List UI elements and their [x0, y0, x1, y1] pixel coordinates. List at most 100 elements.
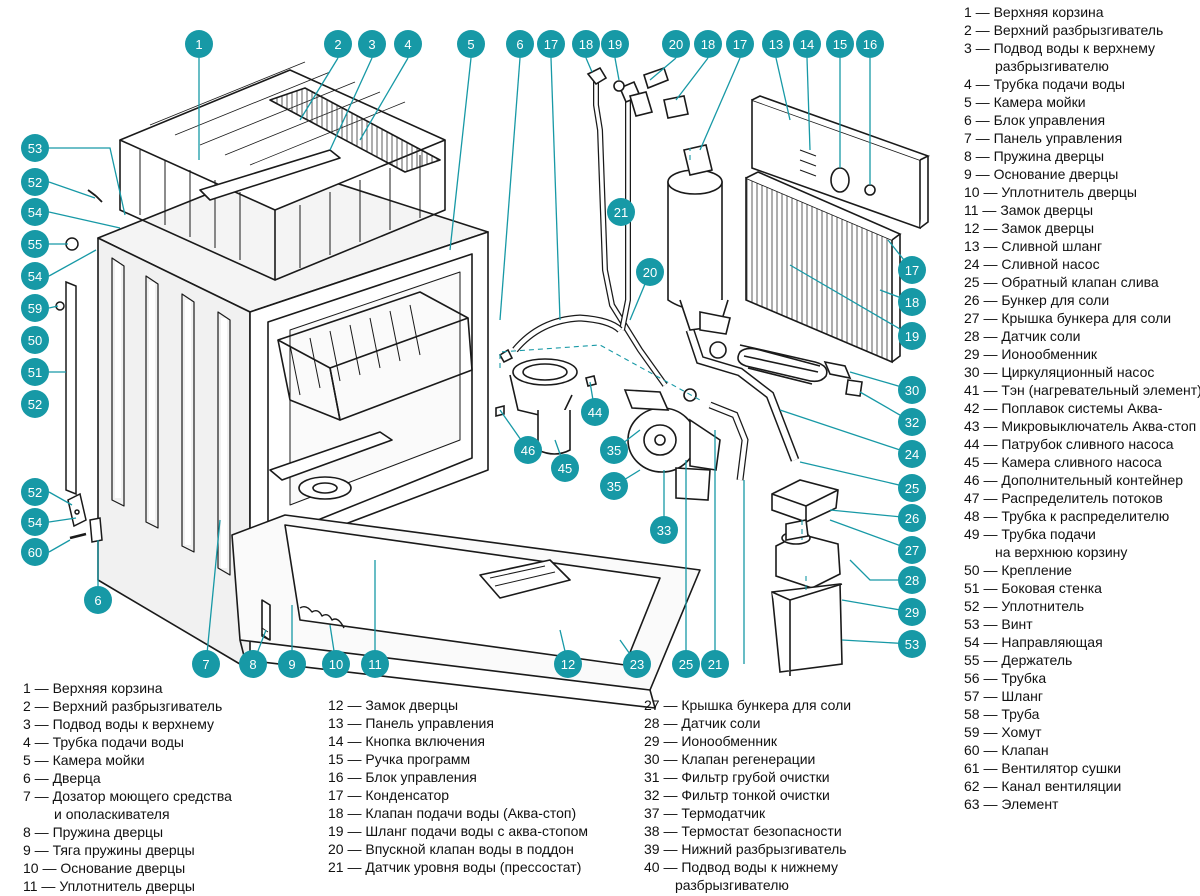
callout-number: 23 [630, 657, 644, 672]
callout-number: 19 [905, 329, 919, 344]
callout-17: 17 [537, 30, 565, 58]
callout-circle [600, 436, 628, 464]
callout-circle [898, 376, 926, 404]
legend-item: 41 — Тэн (нагревательный элемент) [964, 382, 1200, 398]
callout-circle [898, 630, 926, 658]
callout-50: 50 [21, 326, 49, 354]
callout-circle [662, 30, 690, 58]
legend-item: 62 — Канал вентиляции [964, 778, 1122, 794]
callout-circle [793, 30, 821, 58]
legend-item: 5 — Камера мойки [23, 752, 145, 768]
callout-27: 27 [898, 536, 926, 564]
legend-item: 8 — Пружина дверцы [964, 148, 1105, 164]
callout-18: 18 [694, 30, 722, 58]
callout-circle [898, 440, 926, 468]
callout-circle [21, 508, 49, 536]
callout-52: 52 [21, 168, 49, 196]
legend-item: 24 — Сливной насос [964, 256, 1100, 272]
callout-circle [636, 258, 664, 286]
callout-16: 16 [856, 30, 884, 58]
legend-item: 56 — Трубка [964, 670, 1047, 686]
callout-circle [672, 650, 700, 678]
callout-53: 53 [21, 134, 49, 162]
callout-number: 9 [288, 657, 295, 672]
legend-item: 49 — Трубка подачи [964, 526, 1096, 542]
callout-6: 6 [506, 30, 534, 58]
callout-35: 35 [600, 436, 628, 464]
callout-25: 25 [672, 650, 700, 678]
callout-number: 17 [544, 37, 558, 52]
callout-circle [581, 398, 609, 426]
callout-circle [21, 134, 49, 162]
callout-29: 29 [898, 598, 926, 626]
callout-circle [600, 472, 628, 500]
circulation-pump [623, 388, 721, 501]
callout-19: 19 [601, 30, 629, 58]
legend-item: 1 — Верхняя корзина [964, 4, 1104, 20]
legend-item: 20 — Впускной клапан воды в поддон [328, 841, 574, 857]
legend-item: 58 — Труба [964, 706, 1040, 722]
callout-number: 1 [195, 37, 202, 52]
callout-number: 35 [607, 443, 621, 458]
callout-circle [826, 30, 854, 58]
callout-number: 16 [863, 37, 877, 52]
callout-number: 17 [733, 37, 747, 52]
legend-item: 5 — Камера мойки [964, 94, 1086, 110]
callout-circle [898, 504, 926, 532]
callout-circle [607, 198, 635, 226]
callout-circle [898, 598, 926, 626]
legend-item: 4 — Трубка подачи воды [964, 76, 1125, 92]
callout-number: 15 [833, 37, 847, 52]
legend-item-continuation: и ополаскивателя [54, 806, 170, 822]
callout-number: 52 [28, 485, 42, 500]
callout-25: 25 [898, 474, 926, 502]
legend-item: 29 — Ионообменник [964, 346, 1098, 362]
callout-9: 9 [278, 650, 306, 678]
callout-number: 12 [561, 657, 575, 672]
callout-number: 54 [28, 515, 42, 530]
callout-circle [856, 30, 884, 58]
callout-number: 20 [643, 265, 657, 280]
callout-circle [572, 30, 600, 58]
callout-circle [601, 30, 629, 58]
callout-circle [21, 538, 49, 566]
callout-12: 12 [554, 650, 582, 678]
callout-7: 7 [192, 650, 220, 678]
legend-item: 50 — Крепление [964, 562, 1072, 578]
callout-54: 54 [21, 262, 49, 290]
legend-item: 54 — Направляющая [964, 634, 1103, 650]
legend-item: 12 — Замок дверцы [328, 697, 459, 713]
callout-circle [21, 230, 49, 258]
callout-number: 10 [329, 657, 343, 672]
callout-54: 54 [21, 198, 49, 226]
callout-number: 2 [334, 37, 341, 52]
callout-number: 52 [28, 175, 42, 190]
callout-number: 53 [28, 141, 42, 156]
dishwasher-drawing [97, 61, 701, 709]
legend-item: 39 — Нижний разбрызгиватель [644, 841, 847, 857]
legend-item: 13 — Панель управления [328, 715, 494, 731]
callout-18: 18 [898, 288, 926, 316]
callout-circle [701, 650, 729, 678]
callout-number: 8 [249, 657, 256, 672]
callout-19: 19 [898, 322, 926, 350]
callout-circle [898, 566, 926, 594]
callout-number: 20 [669, 37, 683, 52]
legend-item: 26 — Бункер для соли [964, 292, 1110, 308]
legend-item: 10 — Уплотнитель дверцы [964, 184, 1137, 200]
callout-35: 35 [600, 472, 628, 500]
legend-item: 25 — Обратный клапан слива [964, 274, 1159, 290]
hoses-and-pipes [512, 66, 800, 481]
callout-5: 5 [457, 30, 485, 58]
callout-17: 17 [726, 30, 754, 58]
callout-number: 19 [608, 37, 622, 52]
callout-20: 20 [662, 30, 690, 58]
callout-number: 59 [28, 301, 42, 316]
callout-circle [324, 30, 352, 58]
callout-number: 7 [202, 657, 209, 672]
callout-circle [506, 30, 534, 58]
callout-number: 6 [516, 37, 523, 52]
